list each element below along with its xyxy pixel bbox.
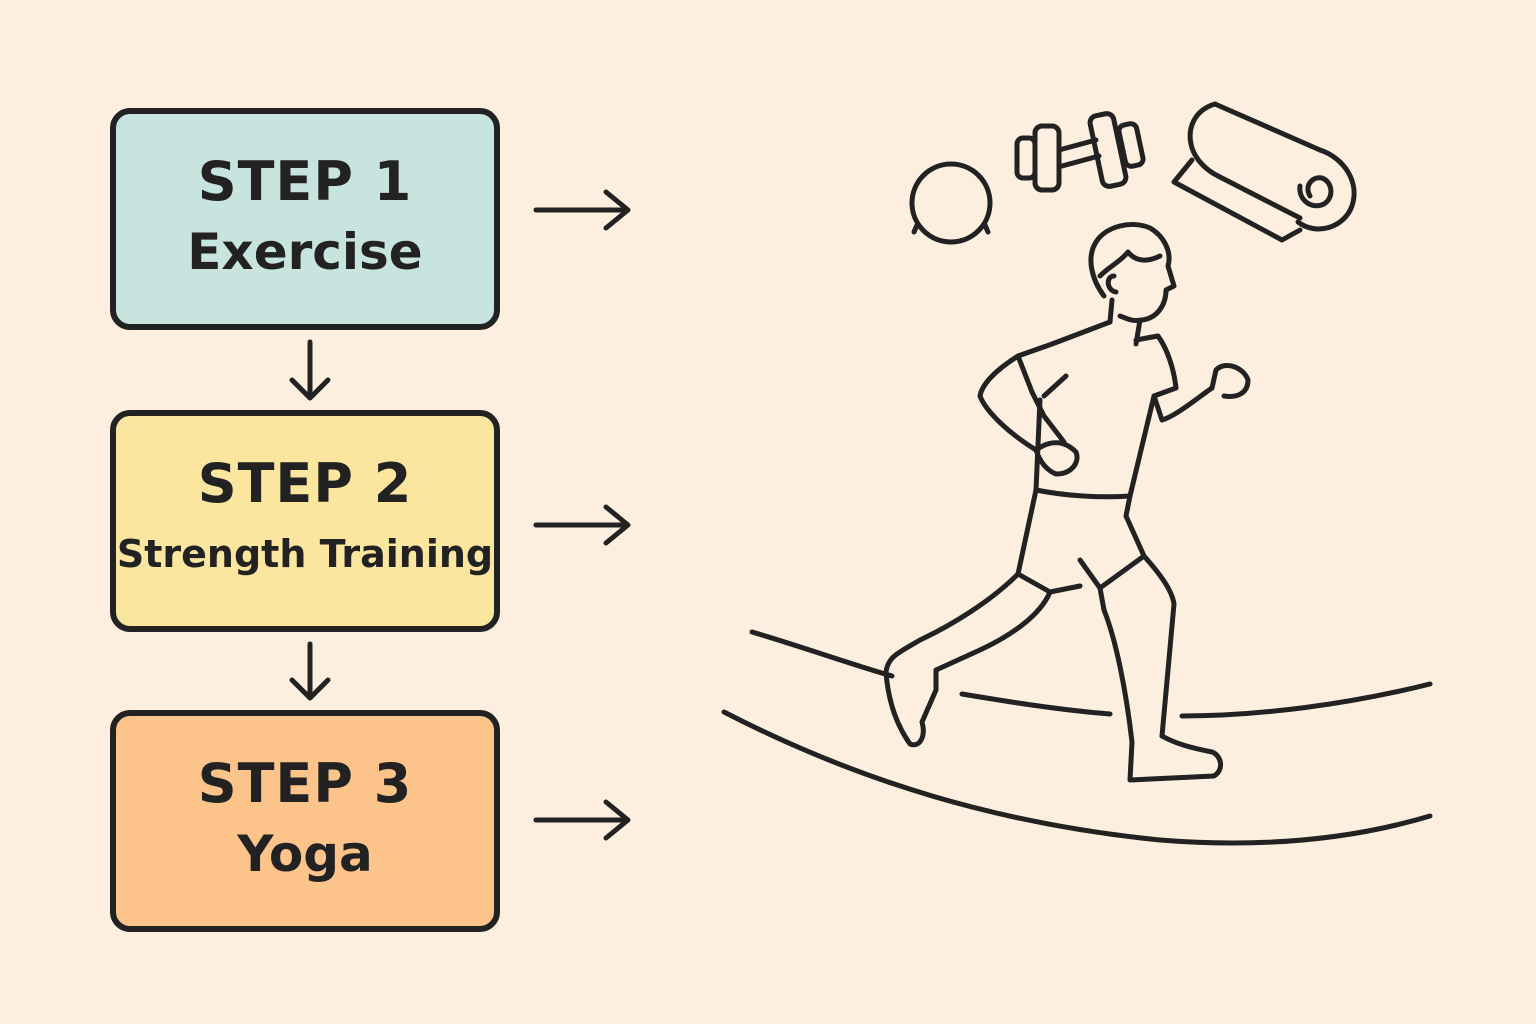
yoga-mat-icon	[1171, 101, 1357, 243]
step-2-title: STEP 2	[197, 452, 413, 515]
step-1-title: STEP 1	[197, 150, 413, 213]
down-arrow-2	[289, 641, 331, 701]
down-arrow-1	[289, 339, 331, 401]
step-3-box: STEP 3 Yoga	[110, 710, 500, 932]
runner-illustration	[883, 222, 1251, 783]
right-arrow-1	[533, 189, 631, 231]
ball-icon	[909, 161, 993, 245]
right-arrow-2	[533, 504, 631, 546]
running-track	[721, 629, 1433, 846]
step-3-label: Yoga	[237, 825, 373, 883]
right-arrow-3	[533, 799, 631, 841]
step-1-box: STEP 1 Exercise	[110, 108, 500, 330]
step-2-box: STEP 2 Strength Training	[110, 410, 500, 632]
step-3-title: STEP 3	[197, 752, 413, 815]
step-1-label: Exercise	[187, 223, 423, 281]
dumbbell-icon	[1014, 111, 1146, 193]
step-2-label: Strength Training	[116, 532, 494, 576]
